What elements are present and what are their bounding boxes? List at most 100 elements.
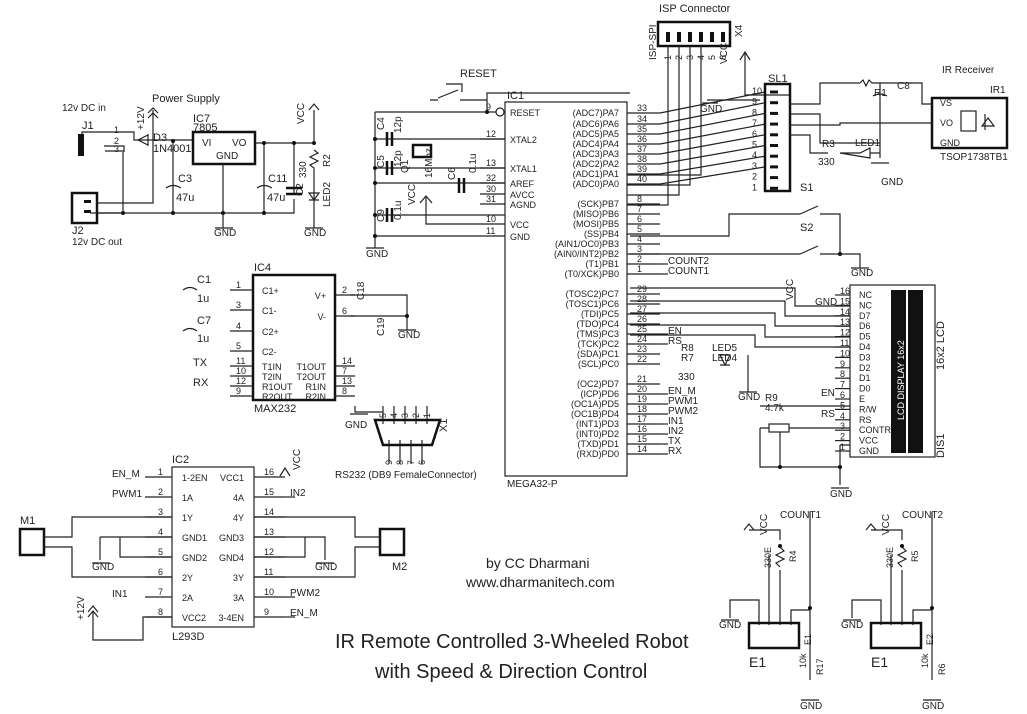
mcu-pin-name: (ADC3)PA3	[573, 149, 619, 159]
m1-wires	[44, 516, 172, 578]
ir-pin-gnd: GND	[940, 138, 961, 148]
mcu-pin-number: 38	[637, 154, 647, 164]
mcu-pin-number: 10	[486, 214, 496, 224]
encoder1-ref: E1	[803, 634, 813, 645]
sl1-connector	[763, 82, 792, 193]
max232-pin-name: V+	[315, 291, 326, 301]
sl1-pin	[770, 133, 778, 137]
mcu-pin-name: (SCL)PC0	[578, 359, 619, 369]
mcu-section: RESET IC1 MEGA32-P C4 12p C5 12p Q1 16Mh…	[366, 68, 766, 490]
isp-pin-number: 5	[707, 55, 717, 60]
d3-part: 1N4001	[153, 143, 192, 155]
sl1-pin	[770, 154, 778, 158]
lcd-pin-number: 4	[840, 411, 845, 421]
encoder2-ref: E2	[925, 634, 935, 645]
r9-val: 4.7k	[765, 403, 785, 414]
lcd-pin-name: D3	[859, 352, 871, 362]
r2-val: 330	[298, 161, 309, 178]
led2-icon	[307, 192, 321, 202]
mcu-pin-name: (TDI)PC5	[581, 309, 619, 319]
max232-ref: IC4	[254, 262, 271, 274]
lcd-pin-name: NC	[859, 290, 872, 300]
title-block: by CC Dharmani www.dharmanitech.com IR R…	[335, 555, 689, 683]
max232-pin-name: R2IN	[305, 392, 326, 402]
junction	[778, 465, 782, 469]
mcu-pin-number: 26	[637, 314, 647, 324]
led2-ref: LED2	[322, 182, 333, 207]
c7-ref: C7	[197, 315, 211, 327]
sl1-pin	[770, 144, 778, 147]
gnd-symbol	[843, 619, 941, 701]
switches-section: S1 S2 GND	[630, 182, 873, 279]
switch-wires	[630, 205, 861, 268]
mcu-pin-name: (ADC4)PA4	[573, 139, 619, 149]
vcc-arrow-icon	[308, 103, 320, 111]
lcd-ref: DIS1	[935, 434, 947, 458]
junction	[292, 141, 296, 145]
mcu-pin-name: (MOSI)PB5	[573, 219, 619, 229]
l293d-pin-number: 14	[264, 507, 274, 517]
pa-to-sl1-wire	[659, 123, 766, 145]
mcu-pin-name: (OC1A)PD5	[571, 399, 619, 409]
motor-m1-connector	[18, 527, 46, 557]
mcu-pin-name: RESET	[510, 108, 541, 118]
gnd-label: GND	[304, 228, 326, 239]
lcd-pin-name: CONTR	[859, 425, 891, 435]
ir-wires	[790, 78, 932, 159]
r6-val: 10k	[920, 653, 930, 668]
lcd-pin-name: D6	[859, 321, 871, 331]
l293d-pin-name: 4A	[233, 493, 244, 503]
junction	[900, 544, 904, 548]
r4-icon	[774, 546, 786, 568]
db9-pin-number: 1	[422, 413, 432, 418]
l293d-pin-name: 4Y	[233, 513, 244, 523]
encoder2-wires	[851, 512, 933, 680]
junction	[262, 141, 266, 145]
l293d-pin-number: 11	[264, 567, 273, 577]
isp-wire	[627, 46, 702, 176]
l293d-pin-name: 1Y	[182, 513, 193, 523]
junction	[808, 606, 812, 610]
mcu-pin-name: (SCK)PB7	[577, 199, 619, 209]
lcd-pin-number: 11	[840, 338, 849, 348]
r3-val: 330	[818, 157, 835, 168]
c9-ref: C9	[376, 209, 387, 222]
mcu-pin-name: VCC	[510, 220, 530, 230]
isp-name: ISP-SPI	[648, 24, 659, 60]
j1-pin2: 2	[114, 136, 119, 146]
mcu-pin-name: (TMS)PC3	[577, 329, 620, 339]
isp-ref: X4	[734, 24, 745, 37]
sl1-pin-number: 3	[752, 161, 757, 171]
j1-ref: J1	[82, 120, 94, 132]
dc-jack-icon	[78, 134, 84, 156]
l293d-pin-number: 13	[264, 527, 274, 537]
l293d-pin-number: 9	[264, 607, 269, 617]
ic7-regulator	[191, 130, 257, 166]
vcc-arrow-icon	[279, 466, 291, 477]
max232-pin-number: 9	[236, 386, 241, 396]
mcu-pin-name: (ADC1)PA1	[573, 169, 619, 179]
mcu-pin-name: (AIN1/OC0)PB3	[555, 239, 619, 249]
lcd-pin-name: D1	[859, 373, 871, 383]
gnd-label: GND	[830, 489, 852, 500]
encoder1-net: COUNT1	[780, 510, 822, 521]
lcd-pin-number: 9	[840, 359, 845, 369]
lcd-pin-name: GND	[859, 446, 880, 456]
r2-ref: R2	[322, 154, 333, 167]
net-label: PWM2	[290, 588, 320, 599]
junction	[373, 181, 377, 185]
mcu-pin-number: 27	[637, 304, 647, 314]
encoder2-conn-label: E1	[871, 654, 888, 670]
max232-section: IC4 MAX232 1C1+3C1-4C2+5C2-11T1IN10T2IN1…	[182, 262, 477, 481]
sl1-pin-number: 6	[752, 129, 757, 139]
r7-ref: R7	[681, 353, 694, 364]
db9-pin-number: 7	[406, 460, 416, 465]
l293d-pin-number: 8	[158, 607, 163, 617]
max232-pins: 1C1+3C1-4C2+5C2-11T1IN10T2IN12R1OUT9R2OU…	[230, 280, 432, 465]
max232-pin-number: 1	[236, 280, 241, 290]
gnd-label: GND	[851, 268, 873, 279]
isp-pin	[666, 32, 670, 42]
mcu-pin-name: (ADC5)PA5	[573, 129, 619, 139]
mcu-body	[504, 101, 628, 477]
c11-val: 47u	[267, 192, 285, 204]
